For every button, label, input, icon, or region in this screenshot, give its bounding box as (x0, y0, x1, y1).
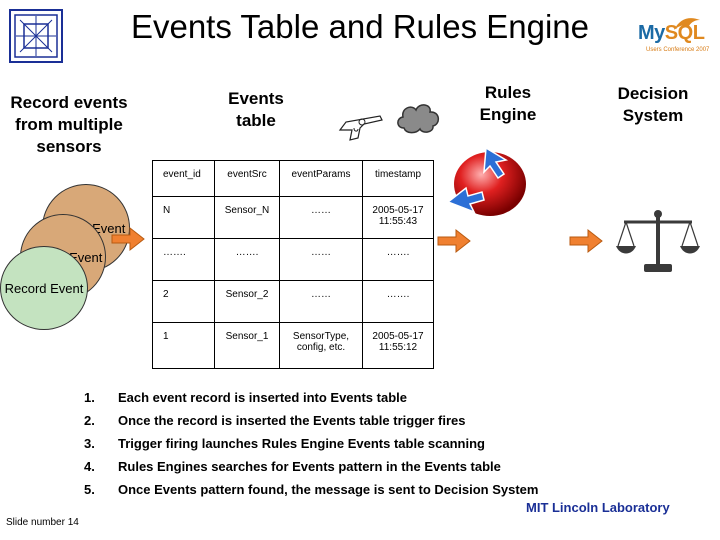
table-header-row: event_id eventSrc eventParams timestamp (152, 160, 434, 197)
table-cell: Sensor_1 (214, 322, 280, 369)
arrow-right-icon (569, 228, 603, 254)
slide-number: Slide number 14 (6, 517, 79, 528)
trigger-gun-icon (338, 115, 383, 141)
table-cell: …… (279, 280, 363, 323)
table-cell: …… (279, 238, 363, 281)
table-row: 1 Sensor_1 SensorType, config, etc. 2005… (152, 322, 434, 369)
table-cell: …… (279, 196, 363, 239)
step-text: Trigger firing launches Rules Engine Eve… (118, 436, 485, 451)
step-text: Once the record is inserted the Events t… (118, 413, 466, 428)
label-decision-system: Decision System (617, 84, 689, 125)
mysql-name-my: My (638, 22, 665, 44)
label-record-events: Record events from multiple sensors (10, 93, 128, 156)
table-cell: Sensor_2 (214, 280, 280, 323)
step-number: 4. (84, 459, 95, 474)
table-header-cell: event_id (152, 160, 215, 197)
step-text: Rules Engines searches for Events patter… (118, 459, 501, 474)
table-cell: N (152, 196, 215, 239)
step-number: 3. (84, 436, 95, 451)
table-header-cell: eventSrc (214, 160, 280, 197)
arrow-right-icon (437, 228, 471, 254)
events-table: event_id eventSrc eventParams timestamp … (152, 160, 434, 369)
mysql-subtitle: Users Conference 2007 (646, 47, 710, 53)
table-row: ……. ……. …… ……. (152, 238, 434, 281)
lab-name: MIT Lincoln Laboratory (526, 500, 670, 515)
arrow-right-icon (111, 226, 145, 252)
mysql-logo: MySQL Users Conference 2007 (632, 14, 710, 58)
table-header-cell: timestamp (362, 160, 434, 197)
step-text: Each event record is inserted into Event… (118, 390, 407, 405)
lincoln-logo-icon (9, 9, 63, 63)
table-cell: ……. (362, 238, 434, 281)
table-cell: 2005-05-17 11:55:12 (362, 322, 434, 369)
dolphin-icon (674, 18, 700, 30)
table-header-cell: eventParams (279, 160, 363, 197)
cloud-icon (397, 104, 439, 134)
step-number: 5. (84, 482, 95, 497)
scales-icon (616, 210, 700, 272)
table-cell: 2 (152, 280, 215, 323)
label-rules-engine: Rules Engine (479, 83, 537, 124)
step-number: 1. (84, 390, 95, 405)
step-text: Once Events pattern found, the message i… (118, 482, 539, 497)
table-cell: SensorType, config, etc. (279, 322, 363, 369)
table-cell: ……. (362, 280, 434, 323)
table-cell: ……. (214, 238, 280, 281)
mysql-name-sql: SQL (664, 22, 705, 44)
rules-engine-icon (446, 146, 526, 216)
table-cell: 1 (152, 322, 215, 369)
record-event-oval: Record Event (0, 246, 88, 330)
table-row: 2 Sensor_2 …… ……. (152, 280, 434, 323)
table-cell: 2005-05-17 11:55:43 (362, 196, 434, 239)
table-cell: Sensor_N (214, 196, 280, 239)
slide-title: Events Table and Rules Engine (130, 8, 590, 45)
step-number: 2. (84, 413, 95, 428)
table-row: N Sensor_N …… 2005-05-17 11:55:43 (152, 196, 434, 239)
label-events-table: Events table (228, 89, 284, 130)
table-cell: ……. (152, 238, 215, 281)
